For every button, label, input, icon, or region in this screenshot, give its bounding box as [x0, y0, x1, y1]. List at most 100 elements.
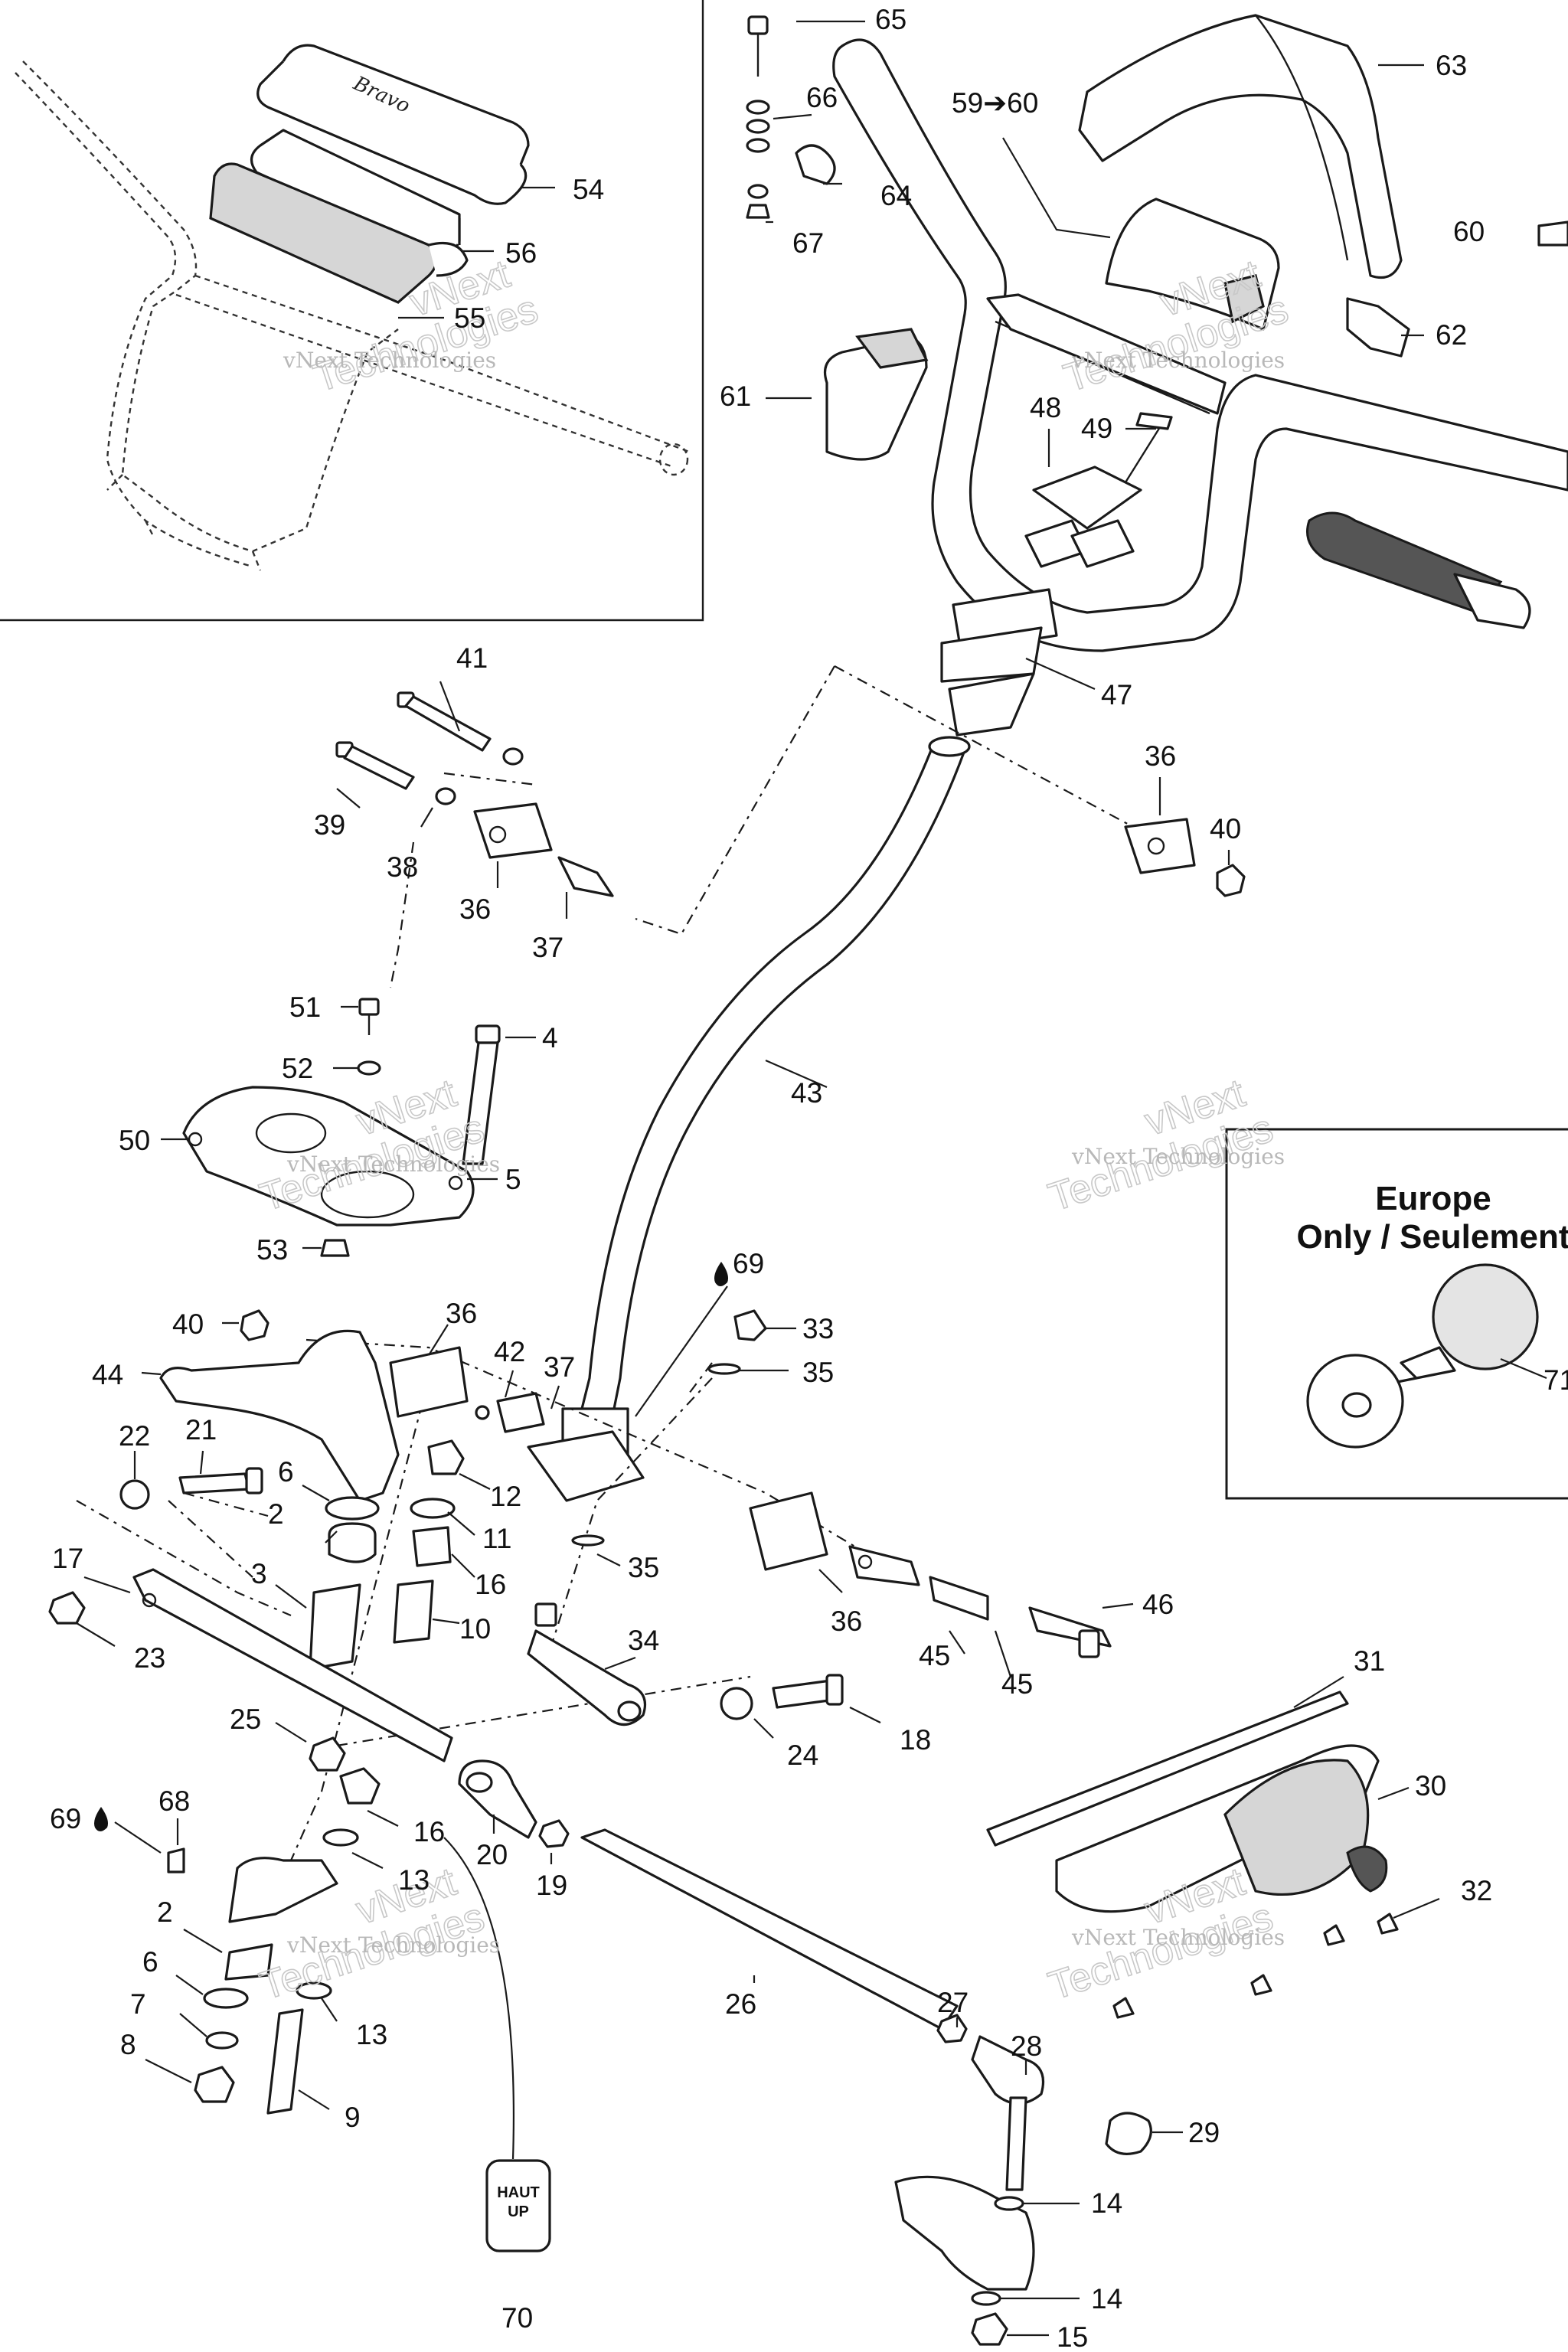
callout-32: 32 [1461, 1875, 1492, 1906]
tag-up: UP [508, 2203, 529, 2220]
callout-59-60: 59➔60 [952, 87, 1038, 119]
callout-24: 24 [787, 1740, 818, 1771]
callout-31: 31 [1354, 1645, 1385, 1677]
callout-7: 7 [130, 1988, 146, 2020]
callout-18: 18 [900, 1724, 931, 1756]
handlebar-assembly [746, 14, 1568, 737]
callout-62: 62 [1436, 319, 1467, 351]
callout-5: 5 [505, 1164, 521, 1195]
callout-6-b: 6 [142, 1946, 158, 1978]
callout-3: 3 [251, 1558, 267, 1589]
callout-35-a: 35 [802, 1357, 834, 1388]
callout-22: 22 [119, 1420, 150, 1452]
callout-60: 60 [1453, 216, 1485, 247]
callout-15: 15 [1057, 2321, 1088, 2352]
callout-13-b: 13 [356, 2019, 387, 2050]
callout-21: 21 [185, 1414, 217, 1446]
callout-39: 39 [314, 809, 345, 841]
callout-4: 4 [542, 1022, 558, 1054]
callout-10: 10 [459, 1613, 491, 1645]
callout-63: 63 [1436, 50, 1467, 81]
callout-42: 42 [494, 1336, 525, 1367]
callout-12: 12 [490, 1481, 521, 1512]
callout-33: 33 [802, 1313, 834, 1344]
callout-67: 67 [792, 227, 824, 259]
callout-52: 52 [282, 1053, 313, 1084]
callout-41: 41 [456, 642, 488, 674]
callout-43: 43 [791, 1077, 822, 1109]
callout-47: 47 [1101, 679, 1132, 710]
europe-title-line1: Europe [1375, 1180, 1491, 1217]
watermark-small: vNext Technologies [1071, 348, 1285, 373]
callout-70: 70 [501, 2302, 533, 2334]
callout-56: 56 [505, 237, 537, 269]
callout-48: 48 [1030, 392, 1061, 423]
callout-17: 17 [52, 1543, 83, 1574]
callout-71: 71 [1544, 1364, 1568, 1396]
watermark-small: vNext Technologies [1071, 1144, 1285, 1169]
inset-handlebar-pads: Bravo [0, 0, 704, 622]
watermark-small: vNext Technologies [286, 1152, 500, 1177]
callout-46: 46 [1142, 1589, 1174, 1620]
watermark-small: vNext Technologies [283, 348, 496, 373]
callout-36-c: 36 [446, 1298, 477, 1329]
callout-19: 19 [536, 1870, 567, 1901]
callout-20: 20 [476, 1839, 508, 1870]
callout-labels: 65 66 64 67 59➔60 63 60 62 54 56 55 61 4… [50, 4, 1568, 2352]
inset-europe-horn: Europe Only / Seulement [1225, 1128, 1568, 1500]
callout-54: 54 [573, 174, 604, 205]
callout-8: 8 [120, 2029, 136, 2060]
callout-49: 49 [1081, 413, 1112, 444]
callout-2-b: 2 [157, 1896, 173, 1928]
callout-14-a: 14 [1091, 2187, 1122, 2219]
callout-2-a: 2 [268, 1498, 284, 1530]
callout-14-b: 14 [1091, 2283, 1122, 2314]
callout-40-b: 40 [172, 1308, 204, 1340]
callout-11: 11 [482, 1523, 511, 1554]
callout-65: 65 [875, 4, 906, 35]
callout-16-b: 16 [413, 1816, 445, 1847]
leader-lines [76, 681, 1440, 2337]
callout-36-d: 36 [831, 1606, 862, 1637]
callout-25: 25 [230, 1704, 261, 1735]
callout-35-b: 35 [628, 1552, 659, 1583]
callout-38: 38 [387, 851, 418, 883]
tag-haut: HAUT [497, 2184, 540, 2201]
europe-title-line2: Only / Seulement [1297, 1218, 1568, 1256]
callout-36-a: 36 [459, 893, 491, 925]
watermark-small: vNext Technologies [286, 1932, 500, 1958]
callout-64: 64 [880, 180, 912, 211]
callout-68: 68 [158, 1785, 190, 1817]
callout-30: 30 [1415, 1770, 1446, 1802]
watermarks: vNext Technologies vNext Technologies vN… [254, 251, 1294, 2010]
callout-69-b: 69 [50, 1803, 81, 1834]
callout-16-a: 16 [475, 1569, 506, 1600]
oil-drop-icon [714, 1262, 728, 1286]
callout-26: 26 [725, 1988, 756, 2020]
callout-27: 27 [937, 1987, 969, 2018]
callout-37-a: 37 [532, 932, 564, 963]
callout-66: 66 [806, 82, 838, 113]
callout-45-a: 45 [919, 1640, 950, 1671]
callout-29: 29 [1188, 2117, 1220, 2148]
oil-drop-icon [94, 1807, 108, 1831]
callout-40-a: 40 [1210, 813, 1241, 844]
callout-36-b: 36 [1145, 740, 1176, 772]
callout-55: 55 [454, 302, 485, 334]
callout-28: 28 [1011, 2030, 1042, 2062]
callout-37-b: 37 [544, 1351, 575, 1383]
callout-23: 23 [134, 1642, 165, 1674]
steering-column: HAUT UP [48, 665, 1399, 2346]
callout-13-a: 13 [398, 1864, 430, 1896]
callout-69-a: 69 [733, 1248, 764, 1279]
callout-50: 50 [119, 1125, 150, 1156]
callout-34: 34 [628, 1625, 659, 1656]
callout-45-b: 45 [1001, 1668, 1033, 1700]
callout-61: 61 [720, 381, 751, 412]
callout-53: 53 [256, 1234, 288, 1266]
callout-51: 51 [289, 991, 321, 1023]
callout-6-a: 6 [278, 1456, 294, 1488]
callout-44: 44 [92, 1359, 123, 1390]
callout-9: 9 [345, 2102, 361, 2133]
